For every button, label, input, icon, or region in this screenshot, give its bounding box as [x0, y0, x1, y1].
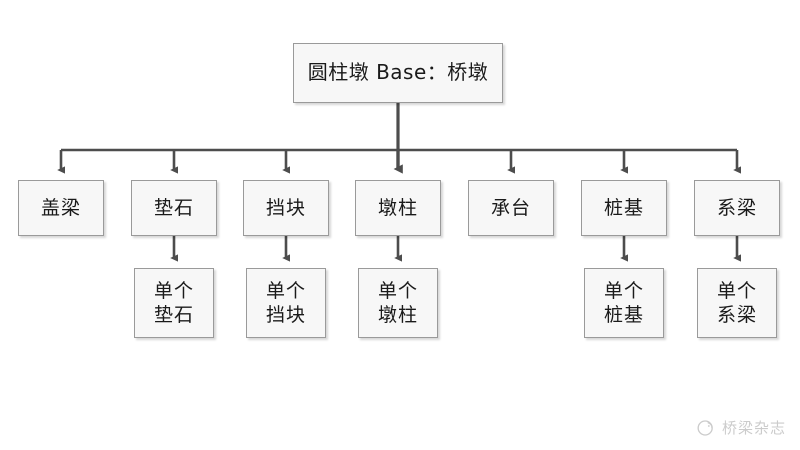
node-dianshi[interactable]: 垫石	[131, 180, 217, 236]
node-dunzhu[interactable]: 墩柱	[355, 180, 441, 236]
node-line-2: 垫石	[153, 304, 194, 326]
node-single-xiliang[interactable]: 单个 系梁	[697, 268, 777, 338]
node-line-2: 桩基	[603, 304, 644, 326]
node-line-2: 系梁	[716, 304, 757, 326]
watermark: 桥梁杂志	[696, 417, 786, 438]
node-dangkuai[interactable]: 挡块	[243, 180, 329, 236]
node-root[interactable]: 圆柱墩 Base：桥墩	[293, 43, 503, 103]
node-line-1: 单个	[603, 279, 644, 302]
node-chengtai[interactable]: 承台	[468, 180, 554, 236]
circle-logo-icon	[697, 419, 713, 436]
node-single-zhuangji[interactable]: 单个 桩基	[584, 268, 664, 338]
node-zhuangji[interactable]: 桩基	[581, 180, 667, 236]
node-line-1: 单个	[265, 279, 306, 302]
node-line-1: 单个	[153, 279, 194, 302]
node-line-2: 墩柱	[377, 304, 418, 326]
node-line-1: 单个	[716, 279, 757, 302]
node-line-1: 单个	[377, 279, 418, 302]
node-gailiang[interactable]: 盖梁	[18, 180, 104, 236]
node-single-dunzhu[interactable]: 单个 墩柱	[358, 268, 438, 338]
node-line-2: 挡块	[265, 304, 306, 326]
node-single-dangkuai[interactable]: 单个 挡块	[246, 268, 326, 338]
watermark-text: 桥梁杂志	[721, 419, 786, 437]
node-single-dianshi[interactable]: 单个 垫石	[134, 268, 214, 338]
node-xiliang[interactable]: 系梁	[694, 180, 780, 236]
